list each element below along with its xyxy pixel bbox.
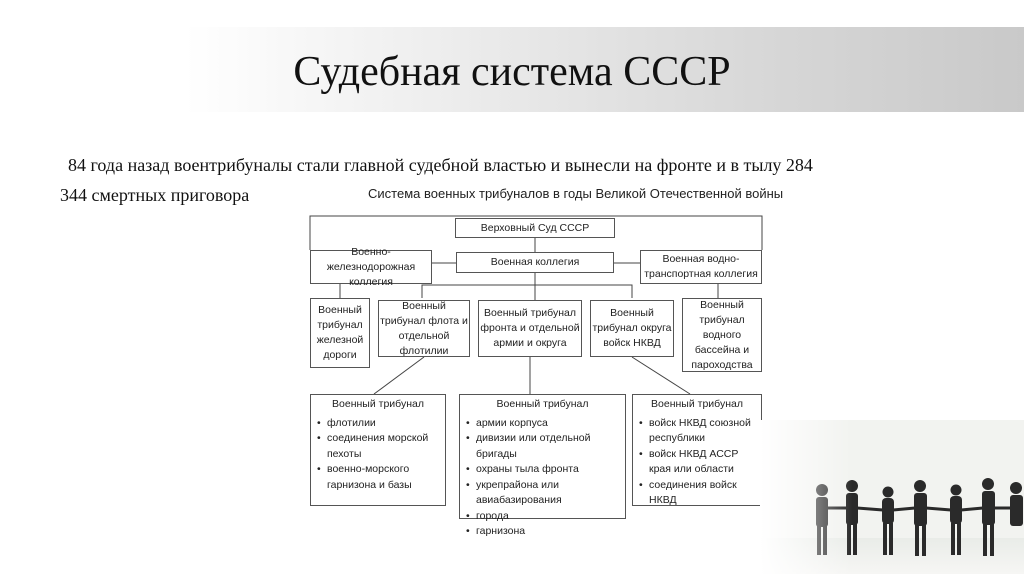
list-item: охраны тыла фронта — [476, 462, 625, 478]
supreme-court-label: Верховный Суд СССР — [481, 221, 590, 236]
list-item: военно-морского гарнизона и базы — [327, 462, 445, 493]
military-collegium-box: Военная коллегия — [456, 252, 614, 273]
lower-mid-box: Военный трибунал армии корпуса дивизии и… — [459, 394, 626, 519]
tribunal-fleet-box: Военный трибунал флота и отдельной флоти… — [378, 300, 470, 357]
tribunal-water-box: Военный трибунал водного бассейна и паро… — [682, 298, 762, 372]
tribunal-rail-label: Военный трибунал железной дороги — [311, 303, 369, 363]
people-silhouettes-image — [760, 420, 1024, 574]
water-collegium-label: Военная водно-транспортная коллегия — [641, 252, 761, 282]
supreme-court-box: Верховный Суд СССР — [455, 218, 615, 238]
lower-left-header: Военный трибунал — [311, 395, 445, 413]
tribunal-fleet-label: Военный трибунал флота и отдельной флоти… — [379, 299, 469, 359]
list-item: войск НКВД союзной республики — [649, 416, 761, 447]
list-item: укрепрайона или авиабазирования — [476, 478, 625, 509]
lower-right-box: Военный трибунал войск НКВД союзной респ… — [632, 394, 762, 506]
list-item: армии корпуса — [476, 416, 625, 432]
tribunal-front-label: Военный трибунал фронта и отдельной арми… — [479, 306, 581, 351]
rail-collegium-label: Военно-железнодорожная коллегия — [311, 245, 431, 290]
lower-right-list: войск НКВД союзной республики войск НКВД… — [633, 416, 761, 509]
lower-mid-header: Военный трибунал — [460, 395, 625, 413]
water-collegium-box: Военная водно-транспортная коллегия — [640, 250, 762, 284]
lower-left-list: флотилии соединения морской пехоты военн… — [311, 416, 445, 494]
tribunal-nkvd-label: Военный трибунал округа войск НКВД — [591, 306, 673, 351]
list-item: города — [476, 509, 625, 525]
tribunal-front-box: Военный трибунал фронта и отдельной арми… — [478, 300, 582, 357]
tribunal-nkvd-box: Военный трибунал округа войск НКВД — [590, 300, 674, 357]
tribunal-rail-box: Военный трибунал железной дороги — [310, 298, 370, 368]
lower-left-box: Военный трибунал флотилии соединения мор… — [310, 394, 446, 506]
list-item: дивизии или отдельной бригады — [476, 431, 625, 462]
rail-collegium-box: Военно-железнодорожная коллегия — [310, 250, 432, 284]
list-item: соединения морской пехоты — [327, 431, 445, 462]
lower-mid-list: армии корпуса дивизии или отдельной бриг… — [460, 416, 625, 540]
list-item: войск НКВД АССР края или области — [649, 447, 761, 478]
military-collegium-label: Военная коллегия — [491, 255, 580, 270]
lower-right-header: Военный трибунал — [633, 395, 761, 413]
list-item: флотилии — [327, 416, 445, 432]
list-item: соединения войск НКВД — [649, 478, 761, 509]
tribunal-water-label: Военный трибунал водного бассейна и паро… — [683, 298, 761, 373]
list-item: гарнизона — [476, 524, 625, 540]
